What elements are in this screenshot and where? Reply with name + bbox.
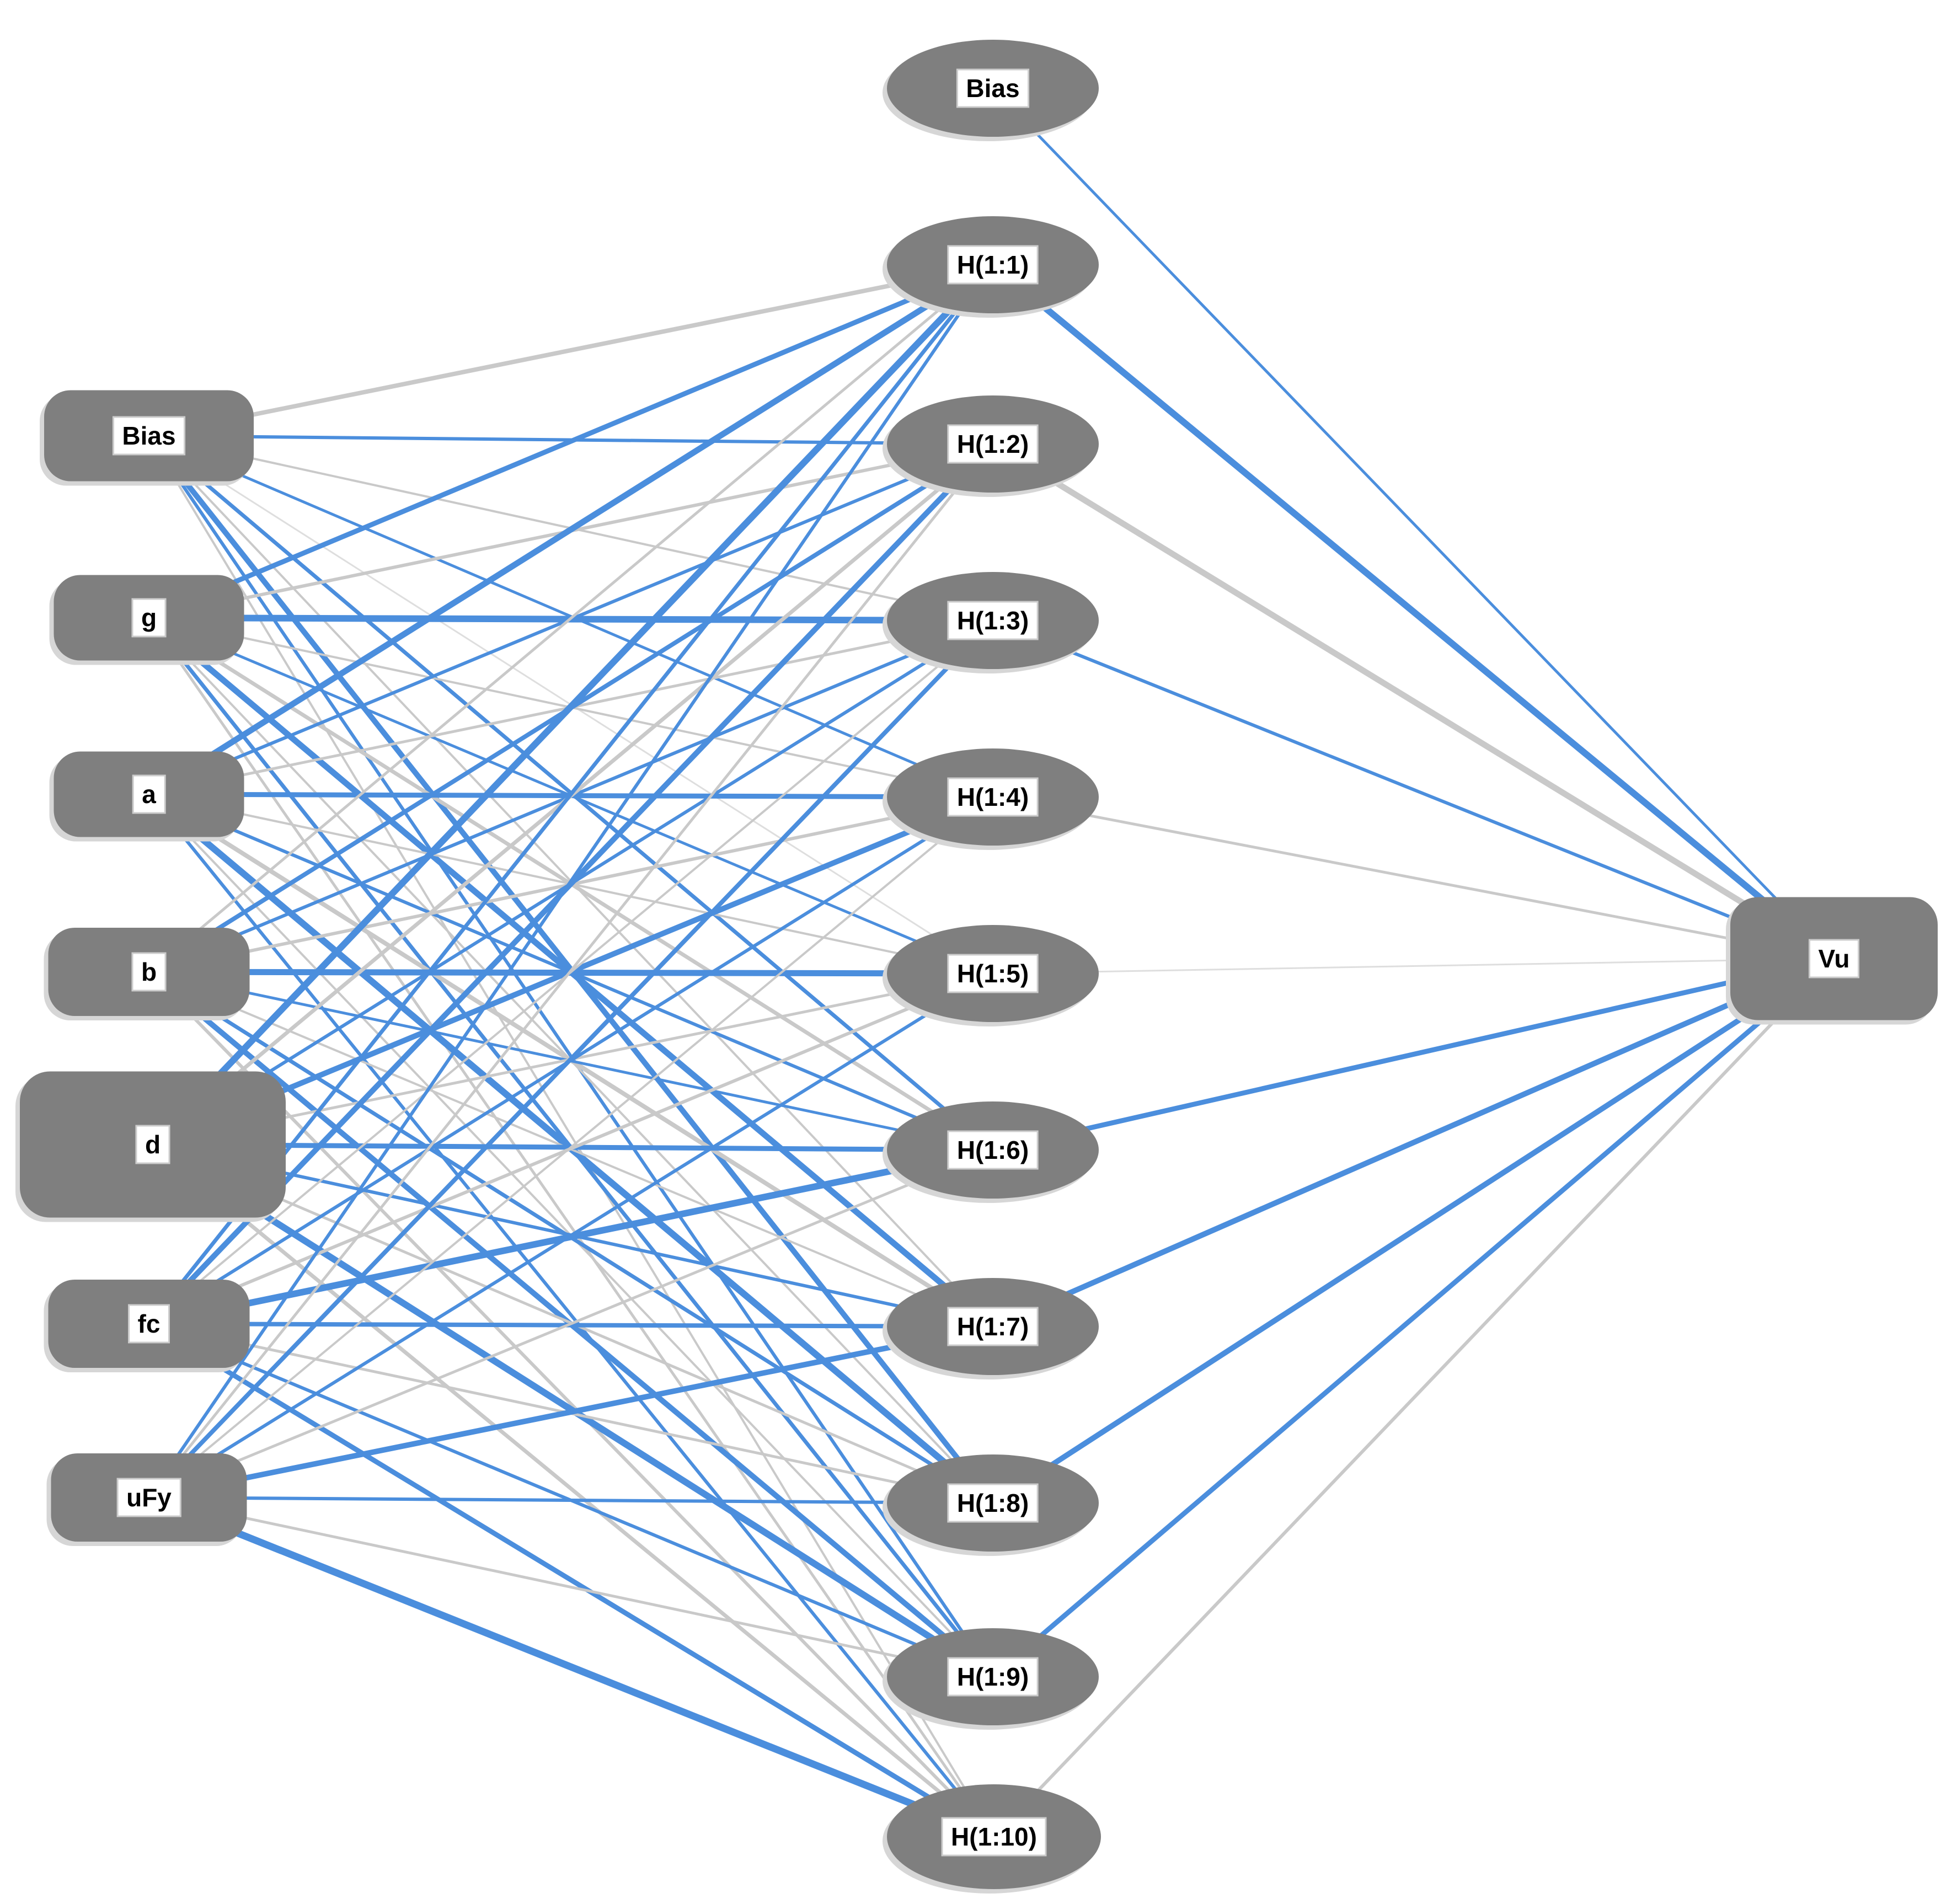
node-label-text: uFy [126,1483,172,1512]
node-label-text: g [141,603,157,632]
node-label-plate [1808,939,1860,978]
hidden-node-h-1-1: H(1:1) [883,216,1099,318]
node-label-plate [131,952,167,992]
edge-i6-h7-blue [148,1324,993,1500]
node-label-text: H(1:9) [957,1662,1029,1691]
node-label-plate [947,1307,1039,1346]
node-label-text: H(1:8) [957,1489,1029,1517]
node-label-plate [947,954,1039,993]
input-node-g: g [49,575,244,665]
node-label-plate [128,1304,170,1344]
node-label-plate [941,1817,1047,1857]
edge-i6-h1-blue [147,264,994,1499]
edge-h7-o0-blue [991,956,1836,1329]
input-node-bias: Bias [40,390,254,486]
input-node-a: a [49,751,244,842]
node-label-text: H(1:10) [951,1822,1037,1851]
edge-i6-h10-blue [147,1494,996,1841]
node-label-plate [135,1125,170,1164]
edge-i6-h9-gray [148,1496,993,1678]
hidden-node-h-1-10: H(1:10) [883,1784,1101,1894]
node-label-text: H(1:6) [957,1136,1029,1164]
node-label-plate [131,598,167,638]
nodes-layer: BiasgabdfcuFyBiasH(1:1)H(1:2)H(1:3)H(1:4… [15,40,1938,1894]
edges-layer [147,87,1836,1841]
node-label-plate [947,1657,1039,1697]
hidden-node-h-1-8: H(1:8) [883,1454,1099,1556]
hidden-node-bias: Bias [883,40,1099,141]
input-node-b: b [44,928,250,1020]
node-label-text: Bias [122,421,175,450]
node-label-text: H(1:5) [957,959,1029,988]
edge-i1-h1-blue [148,262,994,621]
node-label-plate [947,777,1039,817]
node-label-text: fc [138,1309,161,1338]
edge-h6-o0-blue [992,956,1835,1153]
edge-i2-h1-blue [147,262,994,797]
edge-i0-h1-gray [148,263,993,438]
hidden-node-h-1-2: H(1:2) [883,395,1099,497]
node-label-plate [947,601,1039,640]
input-node-d: d [15,1071,286,1222]
node-label-text: H(1:3) [957,606,1029,635]
node-label-text: b [141,958,157,986]
input-node-ufy: uFy [46,1453,247,1546]
node-label-text: H(1:2) [957,430,1029,458]
edge-h9-o0-blue [991,956,1836,1679]
node-label-text: a [142,780,156,809]
edge-h2-o0-gray [991,441,1836,961]
edge-i6-h3-blue [147,619,994,1499]
edge-h5-o0-light [992,958,1835,975]
hidden-node-h-1-6: H(1:6) [883,1101,1099,1203]
node-label-text: H(1:1) [957,250,1029,279]
node-label-text: Vu [1818,944,1849,973]
edge-i3-h1-gray [148,264,994,973]
hidden-node-h-1-4: H(1:4) [883,748,1099,850]
edge-h4-o0-gray [992,795,1835,960]
hidden-node-h-1-3: H(1:3) [883,572,1099,673]
node-label-plate [132,774,166,814]
edge-i5-h1-blue [147,263,994,1325]
node-label-text: H(1:7) [957,1312,1029,1341]
node-label-plate [947,424,1039,464]
node-label-text: H(1:4) [957,783,1029,811]
node-label-plate [112,416,186,456]
edge-i6-h5-blue [148,972,994,1499]
hidden-node-h-1-5: H(1:5) [883,925,1099,1026]
node-label-text: d [145,1130,161,1159]
hidden-node-h-1-7: H(1:7) [883,1278,1099,1379]
edge-h10-o0-gray [992,957,1836,1838]
edge-i6-h4-gray [148,796,994,1499]
node-label-plate [956,68,1030,108]
edge-h8-o0-blue [991,956,1836,1506]
edge-h1-o0-blue [991,262,1836,961]
edge-i4-h10-gray [151,1143,996,1838]
edge-i4-h1-blue [150,262,996,1147]
edge-i2-h10-blue [147,793,996,1838]
edge-i1-h10-gray [147,617,996,1838]
edge-i6-h6-gray [148,1148,993,1499]
node-label-plate [947,1483,1039,1523]
hidden-node-h-1-9: H(1:9) [883,1628,1099,1730]
node-label-text: Bias [966,74,1019,103]
node-label-plate [116,1478,181,1517]
edge-i6-h8-blue [148,1496,993,1505]
edge-h3-o0-blue [992,619,1835,960]
edge-i0-h10-gray [148,435,995,1838]
edge-i6-h2-gray [148,443,994,1499]
edge-h0-o0-blue [992,87,1835,960]
output-node-vu: Vu [1726,897,1938,1025]
node-label-plate [947,1130,1039,1170]
node-label-plate [947,245,1039,285]
input-node-fc: fc [44,1280,250,1372]
